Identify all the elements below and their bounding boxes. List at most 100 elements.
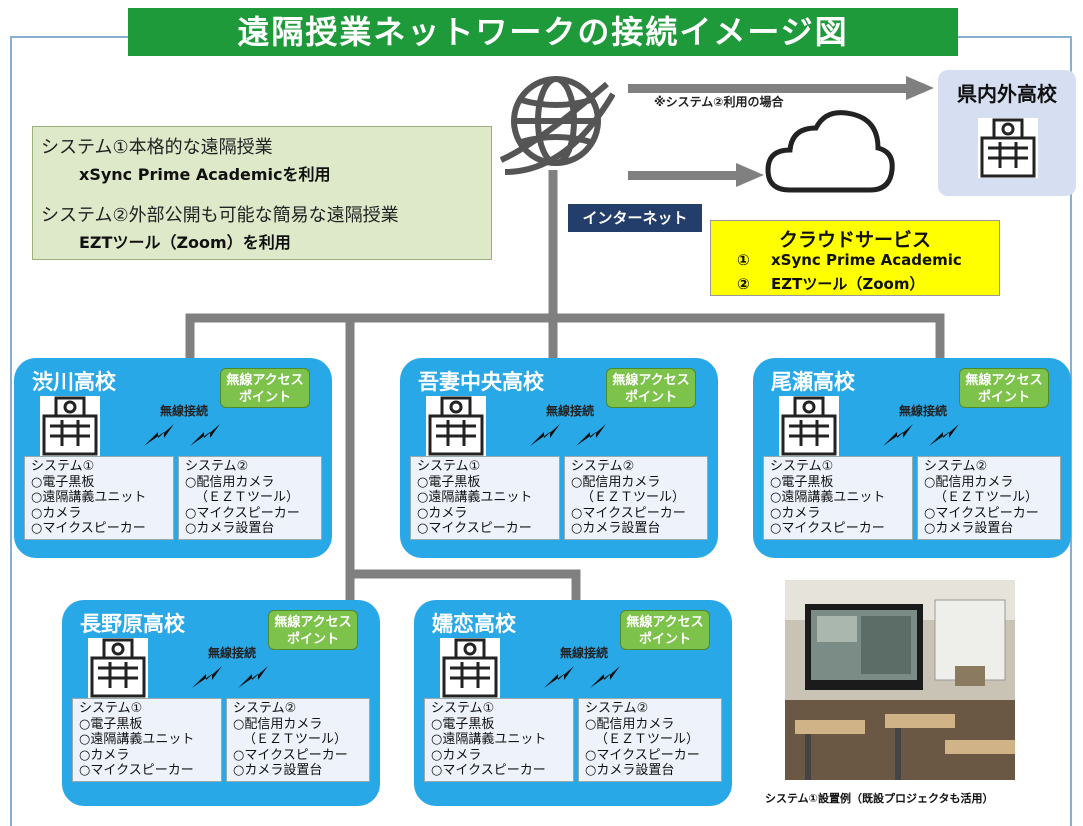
- wireless-signal-icon: [576, 422, 610, 452]
- wireless-connection-label: 無線接続: [208, 646, 257, 660]
- wireless-connection-label: 無線接続: [560, 646, 609, 660]
- external-schools-label: 県内外高校: [957, 82, 1057, 106]
- equipment-item: ○電子黒板: [79, 716, 143, 732]
- equipment-item: システム②: [924, 459, 988, 474]
- equipment-item: （ＥＺＴツール）: [581, 490, 686, 505]
- school-name: 吾妻中央高校: [418, 370, 544, 394]
- system1-equipment-list: システム①○電子黒板○遠隔講義ユニット○カメラ○マイクスピーカー: [72, 698, 222, 782]
- internet-globe-icon: [499, 76, 615, 175]
- access-point-badge: 無線アクセスポイント: [268, 610, 358, 650]
- equipment-item: ○配信用カメラ: [233, 716, 323, 732]
- arrow-head-cloud: [736, 163, 764, 187]
- system2-description: システム②外部公開も可能な簡易な遠隔授業: [41, 205, 399, 226]
- external-schools-box: 県内外高校: [938, 70, 1076, 196]
- page-title: 遠隔授業ネットワークの接続イメージ図: [128, 8, 958, 56]
- top-branch-line: [185, 313, 945, 362]
- wireless-connection-label: 無線接続: [899, 404, 948, 418]
- system1-platform: xSync Prime Academicを利用: [79, 165, 331, 184]
- wireless-signal-icon: [530, 422, 564, 452]
- wireless-signal-icon: [929, 422, 963, 452]
- system1-description: システム①本格的な遠隔授業: [41, 137, 273, 158]
- wireless-signal-icon: [544, 664, 578, 694]
- external-school-building-icon: [978, 118, 1038, 178]
- equipment-item: ○遠隔講義ユニット: [31, 490, 147, 505]
- equipment-item: （ＥＺＴツール）: [934, 490, 1039, 505]
- equipment-item: ○電子黒板: [417, 474, 481, 490]
- equipment-item: ○カメラ: [431, 747, 482, 763]
- system2-equipment-list: システム②○配信用カメラ（ＥＺＴツール）○マイクスピーカー○カメラ設置台: [578, 698, 722, 782]
- equipment-item: ○マイクスピーカー: [185, 505, 300, 521]
- wireless-signal-icon: [590, 664, 624, 694]
- system2-equipment-list: システム②○配信用カメラ（ＥＺＴツール）○マイクスピーカー○カメラ設置台: [917, 456, 1061, 540]
- access-point-badge: 無線アクセスポイント: [959, 368, 1049, 408]
- system1-equipment-list: システム①○電子黒板○遠隔講義ユニット○カメラ○マイクスピーカー: [424, 698, 574, 782]
- school-name: 渋川高校: [32, 370, 116, 394]
- school-building-icon: [779, 396, 839, 456]
- school-box: 尾瀬高校無線アクセスポイント無線接続システム①○電子黒板○遠隔講義ユニット○カメ…: [753, 358, 1071, 558]
- wireless-signal-icon: [883, 422, 917, 452]
- equipment-item: ○マイクスピーカー: [79, 763, 194, 778]
- equipment-item: ○配信用カメラ: [585, 716, 675, 732]
- system2-platform: EZTツール（Zoom）を利用: [79, 233, 291, 252]
- equipment-item: システム②: [185, 459, 249, 474]
- wireless-signal-icon: [190, 422, 224, 452]
- equipment-item: システム①: [79, 701, 143, 716]
- arrow-head-external: [906, 76, 934, 100]
- equipment-item: ○マイクスピーカー: [770, 521, 885, 536]
- equipment-item: ○カメラ: [79, 747, 130, 763]
- equipment-item: システム①: [31, 459, 95, 474]
- equipment-item: ○マイクスピーカー: [233, 747, 348, 763]
- system1-equipment-list: システム①○電子黒板○遠隔講義ユニット○カメラ○マイクスピーカー: [24, 456, 174, 540]
- equipment-item: ○カメラ設置台: [185, 521, 275, 536]
- wireless-signal-icon: [238, 664, 272, 694]
- equipment-item: システム①: [417, 459, 481, 474]
- wireless-connection-label: 無線接続: [546, 404, 595, 418]
- equipment-item: システム②: [585, 701, 649, 716]
- school-building-icon: [88, 638, 148, 698]
- cloud-icon: [765, 110, 895, 193]
- equipment-item: ○配信用カメラ: [924, 474, 1014, 490]
- school-building-icon: [440, 638, 500, 698]
- system1-equipment-list: システム①○電子黒板○遠隔講義ユニット○カメラ○マイクスピーカー: [763, 456, 913, 540]
- access-point-badge: 無線アクセスポイント: [606, 368, 696, 408]
- school-building-icon: [426, 396, 486, 456]
- equipment-item: ○電子黒板: [431, 716, 495, 732]
- equipment-item: ○遠隔講義ユニット: [417, 490, 533, 505]
- cloud-service-title: クラウドサービス: [778, 229, 931, 251]
- school-name: 嬬恋高校: [432, 612, 516, 636]
- equipment-item: システム②: [571, 459, 635, 474]
- school-box: 嬬恋高校 無線アクセスポイント無線接続システム①○電子黒板○遠隔講義ユニット○カメ…: [414, 600, 732, 806]
- wireless-signal-icon: [144, 422, 178, 452]
- equipment-item: （ＥＺＴツール）: [595, 732, 700, 747]
- network-lines: [185, 76, 945, 600]
- equipment-item: （ＥＺＴツール）: [195, 490, 300, 505]
- equipment-item: ○遠隔講義ユニット: [79, 732, 195, 747]
- school-box: 吾妻中央高校無線アクセスポイント無線接続システム①○電子黒板○遠隔講義ユニット○…: [400, 358, 718, 558]
- system2-equipment-list: システム②○配信用カメラ（ＥＺＴツール）○マイクスピーカー○カメラ設置台: [564, 456, 708, 540]
- photo-caption: システム①設置例（既設プロジェクタも活用）: [765, 792, 994, 805]
- system1-equipment-list: システム①○電子黒板○遠隔講義ユニット○カメラ○マイクスピーカー: [410, 456, 560, 540]
- equipment-item: システム②: [233, 701, 297, 716]
- system2-equipment-list: システム②○配信用カメラ（ＥＺＴツール）○マイクスピーカー○カメラ設置台: [226, 698, 370, 782]
- access-point-badge: 無線アクセスポイント: [620, 610, 710, 650]
- school-box: 渋川高校無線アクセスポイント無線接続システム①○電子黒板○遠隔講義ユニット○カメ…: [14, 358, 332, 558]
- school-box: 長野原高校無線アクセスポイント無線接続システム①○電子黒板○遠隔講義ユニット○カ…: [62, 600, 380, 806]
- equipment-item: ○遠隔講義ユニット: [431, 732, 547, 747]
- equipment-item: ○電子黒板: [31, 474, 95, 490]
- equipment-item: ○カメラ: [31, 505, 82, 521]
- equipment-item: ○マイクスピーカー: [431, 763, 546, 778]
- equipment-item: ○配信用カメラ: [571, 474, 661, 490]
- installation-example-photo: [785, 580, 1015, 780]
- equipment-item: （ＥＺＴツール）: [243, 732, 348, 747]
- wireless-signal-icon: [192, 664, 226, 694]
- arrow-to-cloud: [628, 171, 738, 180]
- equipment-item: ○カメラ設置台: [924, 521, 1014, 536]
- system2-note: ※システム②利用の場合: [654, 95, 784, 109]
- wireless-connection-label: 無線接続: [160, 404, 209, 418]
- equipment-item: ○カメラ設置台: [233, 763, 323, 778]
- equipment-item: ○マイクスピーカー: [924, 505, 1039, 521]
- equipment-item: ○カメラ設置台: [585, 763, 675, 778]
